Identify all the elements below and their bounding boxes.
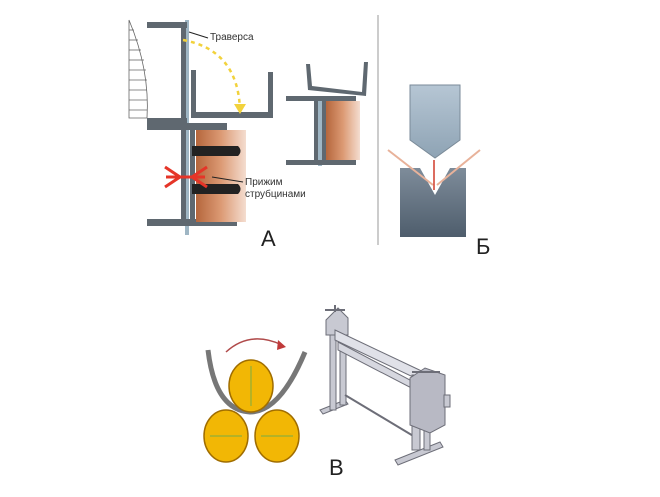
stress-diagram — [128, 19, 148, 119]
panel-a-main — [128, 19, 273, 235]
clamp-label-line2: струбцинами — [245, 189, 306, 200]
arrow-head-icon — [234, 104, 246, 114]
sheet — [387, 149, 481, 186]
rotation-arrow — [225, 338, 283, 353]
clamp-icon — [164, 165, 208, 189]
die — [400, 168, 466, 237]
rotation-arrow — [182, 38, 242, 111]
steel-profiles — [147, 22, 273, 226]
clamp-label-line1: Прижим — [245, 177, 283, 188]
panel-a-letter: А — [261, 226, 276, 251]
rolling-machine — [319, 305, 451, 466]
panel-a-side-view — [286, 62, 368, 166]
panel-b-press-brake — [387, 84, 481, 237]
panel-b-letter: Б — [476, 234, 491, 259]
punch — [409, 84, 461, 159]
panel-c-rollers — [203, 338, 308, 463]
traverse-leader — [188, 31, 209, 39]
clamp-leader — [211, 176, 244, 183]
traverse-label: Траверса — [210, 32, 254, 43]
panel-c-letter: В — [329, 455, 344, 480]
